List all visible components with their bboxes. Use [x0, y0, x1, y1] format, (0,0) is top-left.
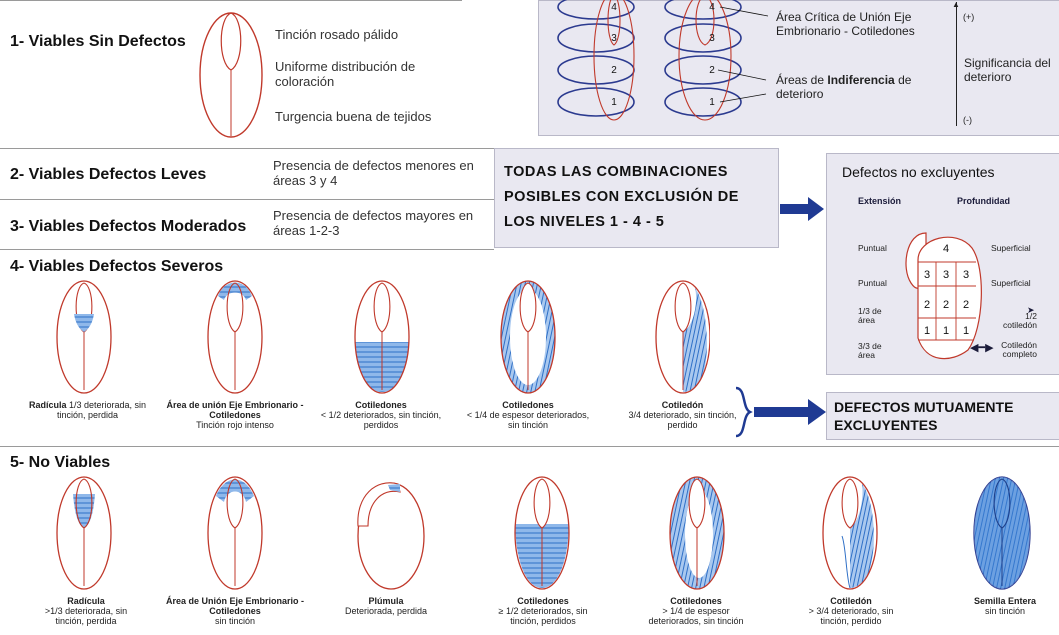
category-1-title: 1- Viables Sin Defectos — [10, 33, 186, 51]
level-2-right: 2 — [709, 65, 715, 76]
ext-label-3: 1/3 de área — [858, 307, 892, 325]
grid-2a: 2 — [924, 299, 930, 311]
mutually-exclusive-text: DEFECTOS MUTUAMENTE EXCLUYENTES — [834, 398, 1054, 434]
severe-caption-3: Cotiledones< 1/2 deteriorados, sin tinci… — [316, 400, 446, 430]
brace-arrow-icon — [732, 386, 832, 438]
minus-label: (-) — [963, 115, 972, 125]
severe-caption-1: Radícula 1/3 deteriorada, sin tinción, p… — [15, 400, 160, 420]
level-1-left: 1 — [611, 97, 617, 108]
non-viable-seeds-drawing — [50, 476, 1050, 594]
axis-arrowhead-icon: ▲ — [952, 0, 960, 9]
divider-2 — [0, 148, 494, 149]
combinations-text: TODAS LAS COMBINACIONES POSIBLES CON EXC… — [504, 160, 766, 235]
ext-label-2: Puntual — [858, 279, 887, 288]
grid-2c: 2 — [963, 299, 969, 311]
level-4-left: 4 — [611, 2, 617, 13]
category-4-title: 4- Viables Defectos Severos — [10, 258, 223, 276]
note-turgency: Turgencia buena de tejidos — [275, 109, 455, 124]
note-uniform-distribution: Uniforme distribución de coloración — [275, 59, 455, 89]
divider-5 — [0, 446, 1059, 447]
category-2-note: Presencia de defectos menores en áreas 3… — [273, 158, 488, 188]
significance-axis — [956, 2, 957, 126]
depth-label-1: Superficial — [991, 244, 1031, 253]
nonviable-caption-5: Cotiledones> 1/4 de espesor deteriorados… — [635, 596, 757, 626]
arrow-right-icon — [780, 196, 826, 222]
critical-area-label: Área Crítica de Unión Eje Embrionario - … — [776, 10, 948, 38]
grid-4: 4 — [943, 243, 949, 255]
severe-caption-4: Cotiledones< 1/4 de espesor deteriorados… — [463, 400, 593, 430]
depth-label-2: Superficial — [991, 279, 1031, 288]
level-3-left: 3 — [611, 33, 617, 44]
divider-3 — [0, 199, 494, 200]
divider-4 — [0, 249, 494, 250]
grid-2b: 2 — [943, 299, 949, 311]
nonviable-caption-6: Cotiledón> 3/4 deteriorado, sin tinción,… — [795, 596, 907, 626]
plus-label: (+) — [963, 12, 974, 22]
non-excluding-title: Defectos no excluyentes — [842, 164, 995, 180]
level-3-right: 3 — [709, 33, 715, 44]
combinations-box: TODAS LAS COMBINACIONES POSIBLES CON EXC… — [494, 148, 779, 248]
nonviable-caption-2: Área de Unión Eje Embrionario - Cotiledo… — [165, 596, 305, 626]
category-2-title: 2- Viables Defectos Leves — [10, 166, 206, 184]
depth-header: Profundidad — [957, 196, 1010, 206]
grid-1c: 1 — [963, 325, 969, 337]
grid-3c: 3 — [963, 269, 969, 281]
depth-label-4: Cotiledón completo — [995, 341, 1037, 359]
level-2-left: 2 — [611, 65, 617, 76]
severe-seeds-drawing — [50, 280, 710, 398]
grid-3a: 3 — [924, 269, 930, 281]
nonviable-caption-1: Radícula>1/3 deteriorada, sin tinción, p… — [30, 596, 142, 626]
category-3-note: Presencia de defectos mayores en áreas 1… — [273, 208, 488, 238]
top-divider — [0, 0, 462, 1]
levels-diagram: 4 3 2 1 4 3 2 1 — [548, 0, 778, 125]
severe-caption-2: Área de unión Eje Embrionario - Cotiledo… — [160, 400, 310, 430]
mutually-exclusive-box: DEFECTOS MUTUAMENTE EXCLUYENTES — [826, 392, 1059, 440]
arrow-half-icon: ➤ — [1027, 305, 1035, 316]
ext-label-4: 3/3 de área — [858, 342, 892, 360]
seed-healthy-drawing — [196, 8, 266, 140]
grid-3b: 3 — [943, 269, 949, 281]
category-3-title: 3- Viables Defectos Moderados — [10, 218, 246, 236]
category-5-title: 5- No Viables — [10, 454, 110, 472]
grid-1a: 1 — [924, 325, 930, 337]
indifference-area-label: Áreas de Indiferencia de deterioro — [776, 73, 948, 101]
arrow-full-icon: ◀━▶ — [970, 341, 994, 354]
extension-header: Extensión — [858, 196, 901, 206]
note-pale-pink: Tinción rosado pálido — [275, 27, 455, 42]
significance-label: Significancia del deterioro — [964, 56, 1056, 84]
nonviable-caption-4: Cotiledones≥ 1/2 deteriorados, sin tinci… — [488, 596, 598, 626]
level-4-right: 4 — [709, 2, 715, 13]
grid-1b: 1 — [943, 325, 949, 337]
ext-label-1: Puntual — [858, 244, 887, 253]
level-1-right: 1 — [709, 97, 715, 108]
